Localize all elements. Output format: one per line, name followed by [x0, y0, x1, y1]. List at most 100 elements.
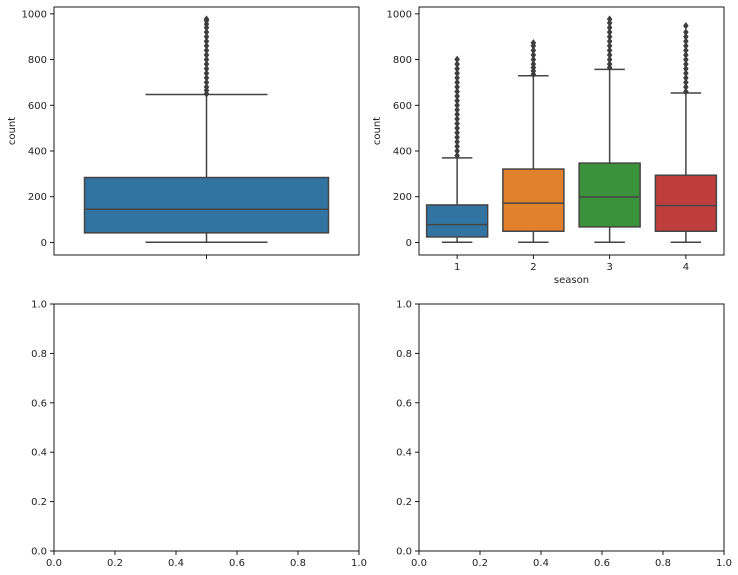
y-tick-label: 0.8: [396, 349, 412, 360]
x-tick-label: 4: [683, 262, 689, 273]
y-tick-label: 200: [393, 192, 412, 203]
outlier-point: [454, 60, 460, 68]
outlier-point: [454, 101, 460, 109]
outlier-point: [454, 55, 460, 64]
x-tick-label: 0.0: [46, 558, 62, 569]
y-axis-label: count: [372, 117, 383, 145]
axes-empty-right-frame: [418, 303, 725, 552]
x-tick-label: 0.0: [411, 558, 427, 569]
outlier-point: [454, 129, 460, 137]
x-tick-label: 0.2: [107, 558, 123, 569]
x-tick-label: 1.0: [351, 558, 367, 569]
outlier-point: [454, 142, 460, 151]
y-tick-label: 0: [41, 238, 47, 249]
box-all: [83, 15, 330, 243]
y-tick-label: 200: [28, 192, 47, 203]
outlier-point: [606, 51, 613, 59]
y-tick-label: 0.8: [31, 349, 47, 360]
x-tick-label: 3: [606, 262, 612, 273]
x-tick-label: 0.2: [472, 558, 488, 569]
outlier-point: [203, 65, 210, 73]
outlier-point: [454, 92, 460, 100]
outlier-point: [454, 87, 460, 96]
outlier-point: [606, 28, 613, 36]
outlier-point: [683, 33, 689, 41]
box-body: [83, 176, 330, 234]
outlier-point: [454, 110, 460, 119]
outlier-point: [530, 60, 537, 68]
outlier-point: [203, 15, 210, 23]
box-body: [578, 162, 641, 228]
outlier-point: [683, 87, 689, 96]
x-tick-label: 1: [454, 262, 460, 273]
outlier-point: [454, 133, 460, 141]
outlier-point: [606, 33, 613, 41]
outlier-point: [683, 46, 689, 55]
outlier-point: [454, 69, 460, 77]
outlier-point: [683, 74, 689, 82]
axes-empty-left-frame: [53, 303, 360, 552]
outlier-point: [606, 42, 613, 50]
y-tick-label: 600: [393, 101, 412, 112]
outlier-point: [454, 119, 460, 128]
outlier-point: [530, 46, 537, 55]
outlier-point: [454, 124, 460, 132]
outlier-point: [606, 46, 613, 55]
y-tick-label: 1000: [387, 9, 412, 20]
outlier-point: [530, 51, 537, 59]
outlier-point: [606, 60, 613, 68]
x-tick-label: 0.4: [168, 558, 184, 569]
outlier-point: [683, 55, 689, 64]
box-body: [425, 204, 489, 238]
y-tick-label: 0.6: [31, 398, 47, 409]
outlier-point: [683, 42, 689, 50]
outlier-point: [203, 51, 210, 59]
outlier-point: [606, 19, 613, 27]
y-tick-label: 0: [406, 238, 412, 249]
outlier-point: [454, 83, 460, 91]
outlier-point: [454, 97, 460, 105]
outlier-point: [530, 55, 537, 64]
box-2: [502, 39, 565, 243]
outlier-point: [203, 83, 210, 91]
outlier-point: [203, 55, 210, 64]
x-tick-label: 0.8: [655, 558, 671, 569]
x-tick-label: 1.0: [716, 558, 732, 569]
box-body: [502, 168, 565, 232]
outlier-point: [683, 83, 689, 91]
outlier-point: [454, 147, 460, 155]
y-tick-label: 600: [28, 101, 47, 112]
y-tick-label: 1.0: [396, 300, 412, 311]
y-tick-label: 0.0: [396, 547, 412, 558]
outlier-point: [683, 65, 689, 73]
outlier-point: [606, 37, 613, 45]
y-tick-label: 1000: [22, 9, 47, 20]
outlier-point: [454, 65, 460, 73]
outlier-point: [606, 23, 613, 32]
y-tick-label: 0.6: [396, 398, 412, 409]
outlier-point: [203, 37, 210, 45]
outlier-point: [203, 78, 210, 87]
x-tick-label: 2: [530, 262, 536, 273]
box-3: [578, 15, 641, 243]
y-tick-label: 0.4: [396, 448, 412, 459]
outlier-point: [454, 74, 460, 82]
outlier-point: [683, 37, 689, 45]
outlier-point: [454, 115, 460, 123]
outlier-point: [683, 60, 689, 68]
outlier-point: [606, 55, 613, 64]
outlier-point: [606, 15, 613, 23]
y-tick-label: 0.2: [31, 497, 47, 508]
box-1: [425, 55, 489, 243]
y-tick-label: 0.4: [31, 448, 47, 459]
outlier-point: [683, 78, 689, 87]
y-tick-label: 400: [393, 147, 412, 158]
x-tick-label: 0.6: [594, 558, 610, 569]
x-axis-label: season: [554, 275, 589, 286]
outlier-point: [203, 28, 210, 36]
outlier-point: [683, 22, 689, 30]
